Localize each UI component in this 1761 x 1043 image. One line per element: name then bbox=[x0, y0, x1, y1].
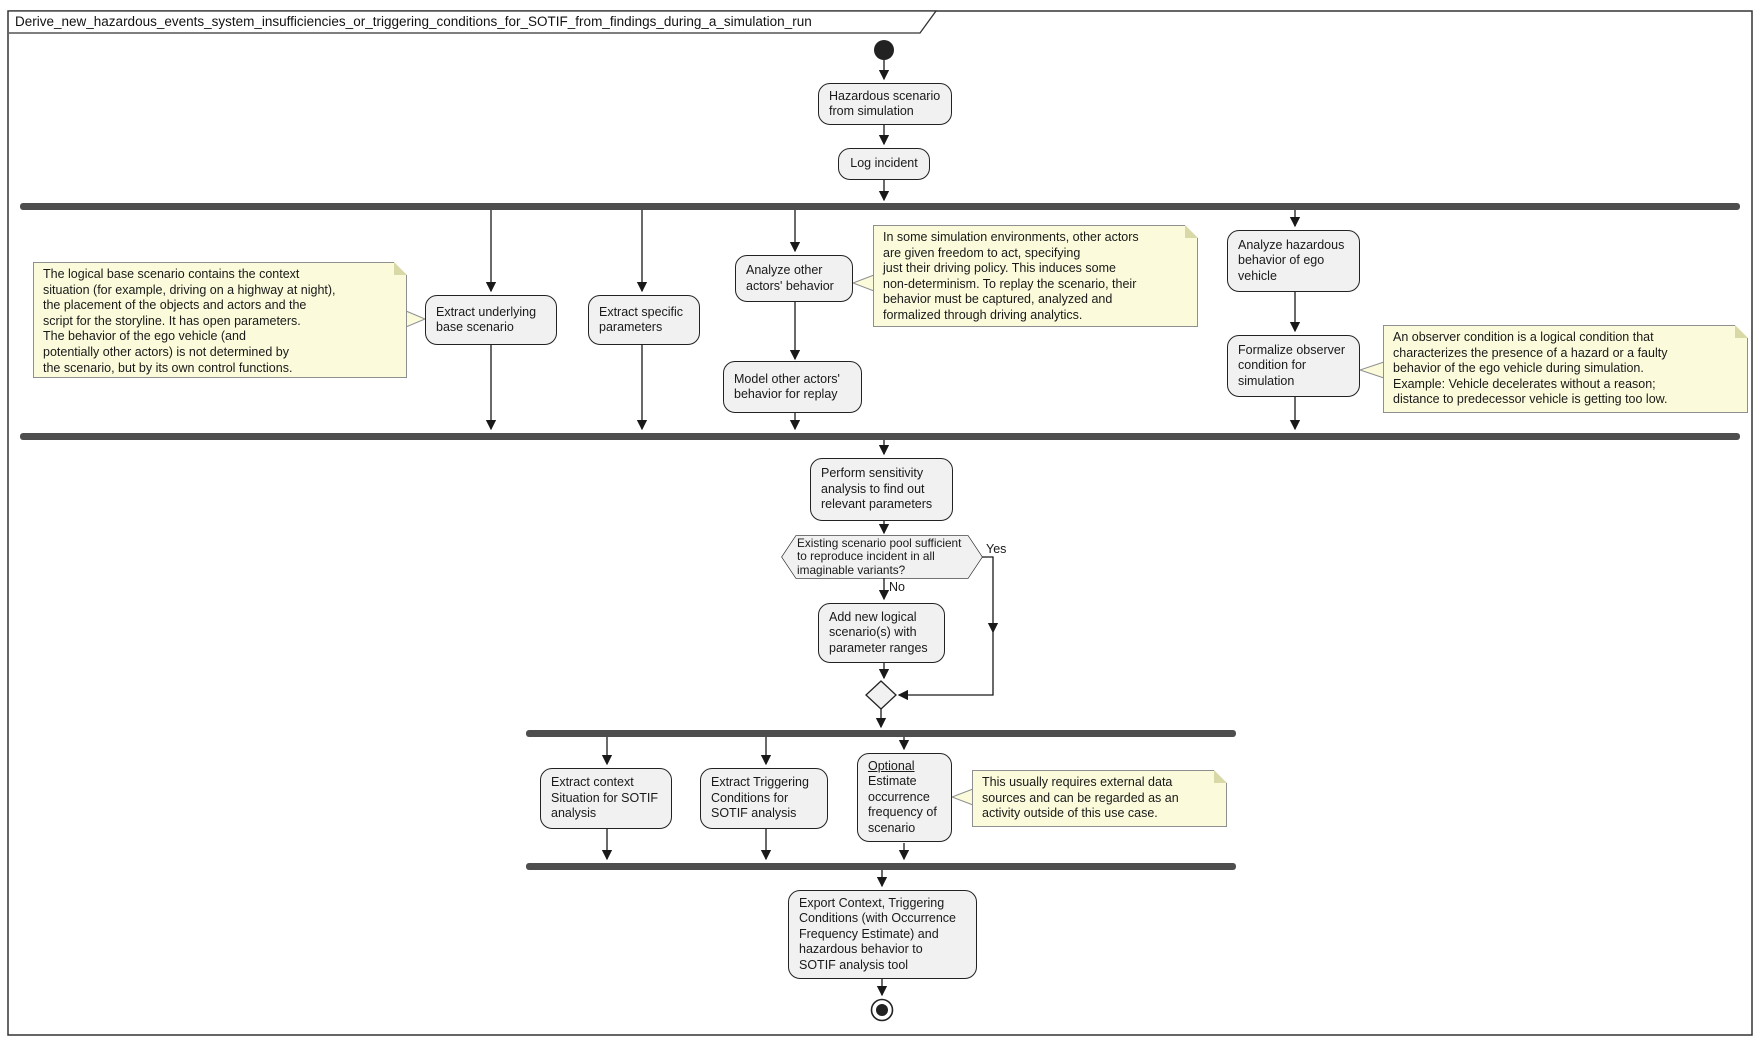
diagram-title: Derive_new_hazardous_events_system_insuf… bbox=[15, 14, 812, 29]
node-analyze-hazardous-behavior: Analyze hazardous behavior of ego vehicl… bbox=[1227, 230, 1360, 292]
edge-label-no: No bbox=[889, 580, 905, 594]
note-simulation-environments: In some simulation environments, other a… bbox=[873, 225, 1198, 327]
node-hazardous-scenario: Hazardous scenario from simulation bbox=[818, 83, 952, 125]
start-node bbox=[874, 40, 894, 60]
decision-scenario-pool-sufficient: Existing scenario pool sufficient to rep… bbox=[782, 536, 982, 578]
node-heading: Optional bbox=[868, 758, 915, 773]
node-label: Formalize observer condition for simulat… bbox=[1238, 342, 1345, 388]
node-label: Hazardous scenario from simulation bbox=[829, 88, 941, 119]
fork-bar-1 bbox=[20, 203, 1740, 210]
decision-label: Existing scenario pool sufficient to rep… bbox=[797, 536, 962, 577]
end-node-core bbox=[876, 1004, 888, 1016]
note-logical-base-scenario: The logical base scenario contains the c… bbox=[33, 262, 407, 378]
merge-diamond bbox=[865, 680, 897, 710]
node-label: Extract context Situation for SOTIF anal… bbox=[551, 775, 658, 821]
node-label: Add new logical scenario(s) with paramet… bbox=[829, 609, 928, 655]
node-extract-specific-parameters: Extract specific parameters bbox=[588, 295, 700, 345]
node-label: Estimate occurrence frequency of scenari… bbox=[868, 774, 937, 835]
note-observer-condition: An observer condition is a logical condi… bbox=[1383, 325, 1748, 413]
note-connector bbox=[950, 788, 974, 806]
node-label: Perform sensitivity analysis to find out… bbox=[821, 466, 933, 512]
note-connector bbox=[405, 310, 427, 328]
note-text: In some simulation environments, other a… bbox=[883, 230, 1139, 322]
edge-label-yes: Yes bbox=[986, 542, 1007, 556]
join-bar-1 bbox=[20, 433, 1740, 440]
node-label: Extract underlying base scenario bbox=[436, 304, 537, 335]
node-export-to-sotif-tool: Export Context, Triggering Conditions (w… bbox=[788, 890, 977, 979]
node-estimate-occurrence-frequency: Optional Estimate occurrence frequency o… bbox=[857, 753, 952, 842]
join-bar-2 bbox=[526, 863, 1236, 870]
node-extract-underlying-base-scenario: Extract underlying base scenario bbox=[425, 295, 557, 345]
node-extract-triggering-conditions: Extract Triggering Conditions for SOTIF … bbox=[700, 768, 828, 829]
node-extract-context-situation: Extract context Situation for SOTIF anal… bbox=[540, 768, 672, 829]
note-text: The logical base scenario contains the c… bbox=[43, 267, 336, 375]
note-text: This usually requires external data sour… bbox=[982, 775, 1179, 821]
flow-edge-yes bbox=[897, 632, 994, 701]
flow-edge-yes bbox=[982, 556, 999, 634]
note-text: An observer condition is a logical condi… bbox=[1393, 330, 1668, 407]
node-label: Extract Triggering Conditions for SOTIF … bbox=[711, 775, 809, 821]
note-connector bbox=[1358, 361, 1385, 379]
node-log-incident: Log incident bbox=[838, 148, 930, 180]
node-label: Analyze hazardous behavior of ego vehicl… bbox=[1238, 237, 1345, 283]
title-tab bbox=[9, 10, 938, 34]
note-external-data-sources: This usually requires external data sour… bbox=[972, 770, 1227, 827]
node-perform-sensitivity-analysis: Perform sensitivity analysis to find out… bbox=[810, 458, 953, 521]
node-label: Export Context, Triggering Conditions (w… bbox=[799, 895, 957, 972]
fork-bar-2 bbox=[526, 730, 1236, 737]
note-connector bbox=[851, 274, 875, 292]
node-label: Analyze other actors' behavior bbox=[746, 263, 834, 293]
node-analyze-other-actors-behavior: Analyze other actors' behavior bbox=[735, 255, 853, 302]
node-model-other-actors-behavior: Model other actors' behavior for replay bbox=[723, 361, 862, 413]
node-formalize-observer-condition: Formalize observer condition for simulat… bbox=[1227, 335, 1360, 397]
node-label: Model other actors' behavior for replay bbox=[734, 371, 840, 402]
node-add-new-logical-scenarios: Add new logical scenario(s) with paramet… bbox=[818, 603, 945, 663]
node-label: Extract specific parameters bbox=[599, 304, 684, 335]
node-label: Log incident bbox=[850, 156, 918, 171]
